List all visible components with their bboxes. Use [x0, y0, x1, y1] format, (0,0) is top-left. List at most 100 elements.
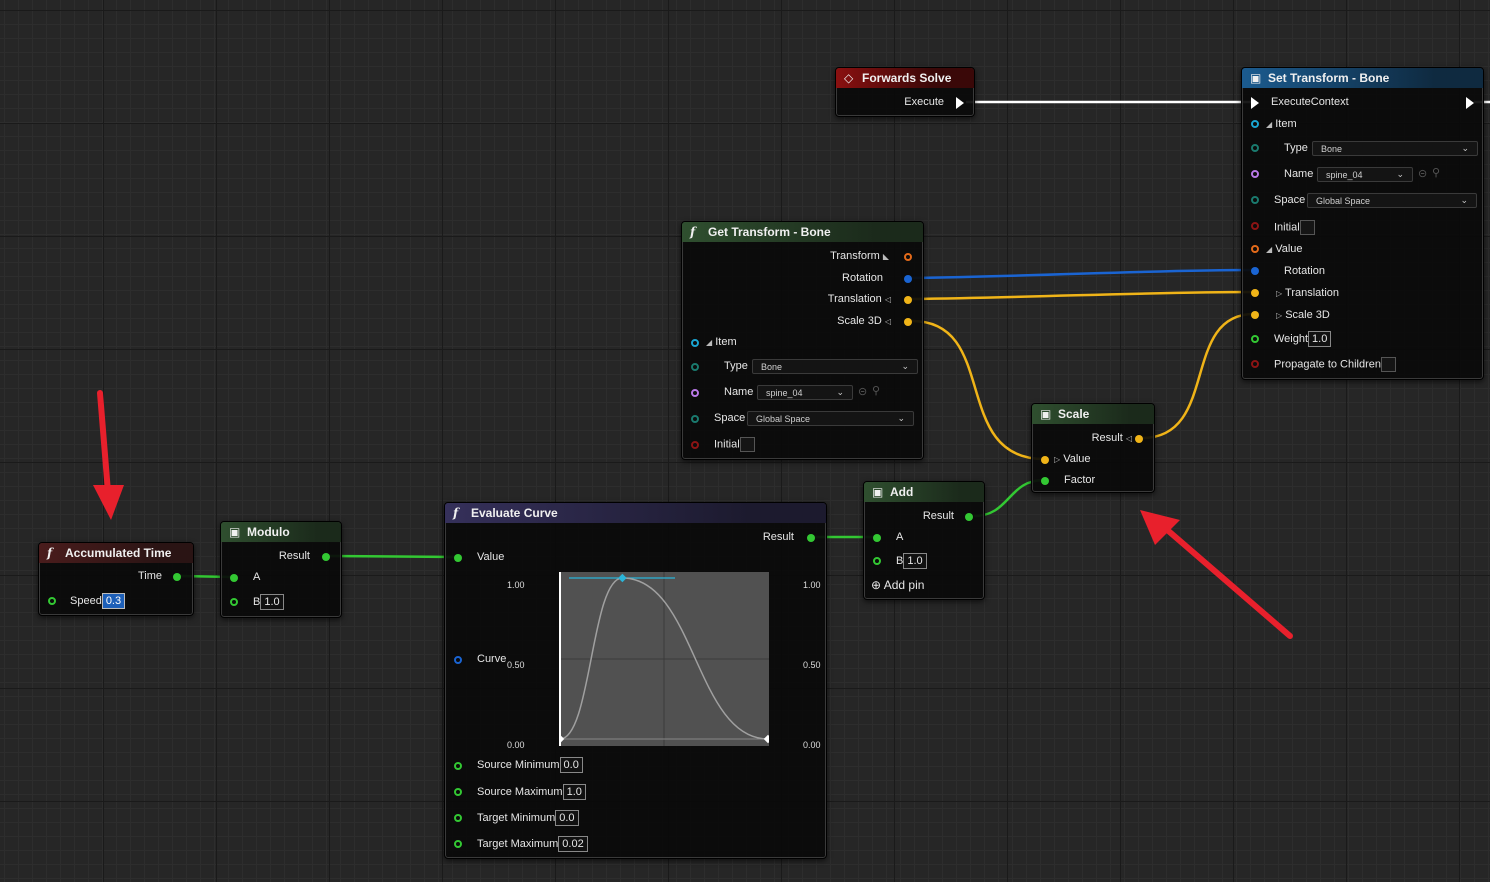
type-dropdown[interactable]: Bone⌄	[752, 359, 918, 374]
set-transform-bone-node[interactable]: ▣Set Transform - Bone ExecuteContext ◢ I…	[1241, 67, 1484, 380]
expand-triangle-icon[interactable]: ◢	[1266, 245, 1273, 254]
source-min-label: Source Minimum	[477, 759, 560, 771]
initial-pin[interactable]	[1251, 222, 1259, 230]
expand-triangle-icon[interactable]: ◁	[884, 317, 891, 326]
forwards-solve-header[interactable]: ◇Forwards Solve	[836, 68, 974, 88]
add-header[interactable]: ▣Add	[864, 482, 984, 502]
curve-key-point[interactable]	[555, 734, 565, 744]
a-in-pin[interactable]	[230, 574, 238, 582]
item-pin[interactable]	[1251, 120, 1259, 128]
expand-triangle-icon[interactable]: ◣	[882, 252, 889, 261]
initial-pin[interactable]	[691, 441, 699, 449]
target-max-pin[interactable]	[454, 840, 462, 848]
rotation-out-pin[interactable]	[904, 275, 912, 283]
result-out-pin[interactable]	[322, 553, 330, 561]
name-dropdown[interactable]: spine_04⌄	[1317, 167, 1413, 182]
weight-pin[interactable]	[1251, 335, 1259, 343]
curve-key-point[interactable]	[763, 734, 773, 744]
scale3d-in-pin[interactable]	[1251, 311, 1259, 319]
target-min-pin[interactable]	[454, 814, 462, 822]
curve-key-point[interactable]	[618, 573, 627, 583]
curve-editor[interactable]	[555, 572, 773, 746]
space-dropdown[interactable]: Global Space⌄	[1307, 193, 1477, 208]
add-pin-button[interactable]: ⊕ Add pin	[871, 578, 924, 592]
speed-field[interactable]: 0.3	[101, 593, 126, 609]
curve-in-pin[interactable]	[454, 656, 462, 664]
weight-field[interactable]: 1.0	[1308, 331, 1332, 347]
type-pin[interactable]	[1251, 144, 1259, 152]
initial-checkbox[interactable]	[1299, 220, 1315, 235]
target-max-field[interactable]: 0.02	[558, 836, 588, 852]
use-selected-icon[interactable]: ⊝	[858, 386, 868, 398]
name-dropdown[interactable]: spine_04⌄	[757, 385, 853, 400]
expand-triangle-icon[interactable]: ▷	[1276, 289, 1283, 298]
node-title: Forwards Solve	[862, 71, 952, 85]
result-out-pin[interactable]	[1135, 435, 1143, 443]
forwards-solve-node[interactable]: ◇Forwards Solve Execute	[835, 67, 975, 117]
type-pin[interactable]	[691, 363, 699, 371]
b-in-pin[interactable]	[873, 557, 881, 565]
source-max-pin[interactable]	[454, 788, 462, 796]
initial-checkbox[interactable]	[739, 437, 755, 452]
expand-triangle-icon[interactable]: ▷	[1276, 311, 1283, 320]
item-pin[interactable]	[691, 339, 699, 347]
name-pin[interactable]	[691, 389, 699, 397]
scale-header[interactable]: ▣Scale	[1032, 404, 1154, 424]
time-out-pin[interactable]	[173, 573, 181, 581]
propagate-pin[interactable]	[1251, 360, 1259, 368]
b-value-field[interactable]: 1.0	[260, 594, 284, 610]
execute-context-out-pin[interactable]	[1466, 97, 1474, 109]
curve-graph[interactable]	[555, 572, 773, 746]
scale-node[interactable]: ▣Scale Result ◁ ▷ Value Factor	[1031, 403, 1155, 493]
execute-out-pin[interactable]	[956, 97, 964, 109]
space-pin[interactable]	[691, 415, 699, 423]
a-in-pin[interactable]	[873, 534, 881, 542]
translation-out-pin[interactable]	[904, 296, 912, 304]
source-max-field[interactable]: 1.0	[562, 784, 586, 800]
source-min-field[interactable]: 0.0	[559, 757, 583, 773]
expand-triangle-icon[interactable]: ◁	[1125, 434, 1132, 443]
type-dropdown[interactable]: Bone⌄	[1312, 141, 1478, 156]
space-pin[interactable]	[1251, 196, 1259, 204]
expand-triangle-icon[interactable]: ◁	[884, 295, 891, 304]
expand-triangle-icon[interactable]: ◢	[706, 338, 713, 347]
execute-context-in-pin[interactable]	[1251, 97, 1259, 109]
expand-triangle-icon[interactable]: ▷	[1054, 455, 1061, 464]
expand-triangle-icon[interactable]: ◢	[1266, 120, 1273, 129]
rotation-in-pin[interactable]	[1251, 267, 1259, 275]
speed-in-pin[interactable]	[48, 597, 56, 605]
target-min-field[interactable]: 0.0	[555, 810, 579, 826]
b-in-pin[interactable]	[230, 598, 238, 606]
result-out-pin[interactable]	[807, 534, 815, 542]
value-pin[interactable]	[1251, 245, 1259, 253]
scale3d-out-pin[interactable]	[904, 318, 912, 326]
search-icon[interactable]: ⚲	[1432, 167, 1441, 179]
b-value-field[interactable]: 1.0	[903, 553, 927, 569]
propagate-checkbox[interactable]	[1381, 357, 1397, 372]
set-transform-header[interactable]: ▣Set Transform - Bone	[1242, 68, 1483, 88]
space-dropdown[interactable]: Global Space⌄	[747, 411, 914, 426]
source-min-pin[interactable]	[454, 762, 462, 770]
transform-out-pin[interactable]	[904, 253, 912, 261]
name-pin[interactable]	[1251, 170, 1259, 178]
translation-in-pin[interactable]	[1251, 289, 1259, 297]
use-selected-icon[interactable]: ⊝	[1418, 168, 1428, 180]
modulo-header[interactable]: ▣Modulo	[221, 522, 341, 542]
result-out-pin[interactable]	[965, 513, 973, 521]
node-title: Evaluate Curve	[471, 506, 558, 520]
factor-in-pin[interactable]	[1041, 477, 1049, 485]
execute-context-label: ExecuteContext	[1271, 96, 1349, 108]
value-in-pin[interactable]	[454, 554, 462, 562]
value-in-pin[interactable]	[1041, 456, 1049, 464]
search-icon[interactable]: ⚲	[872, 385, 881, 397]
